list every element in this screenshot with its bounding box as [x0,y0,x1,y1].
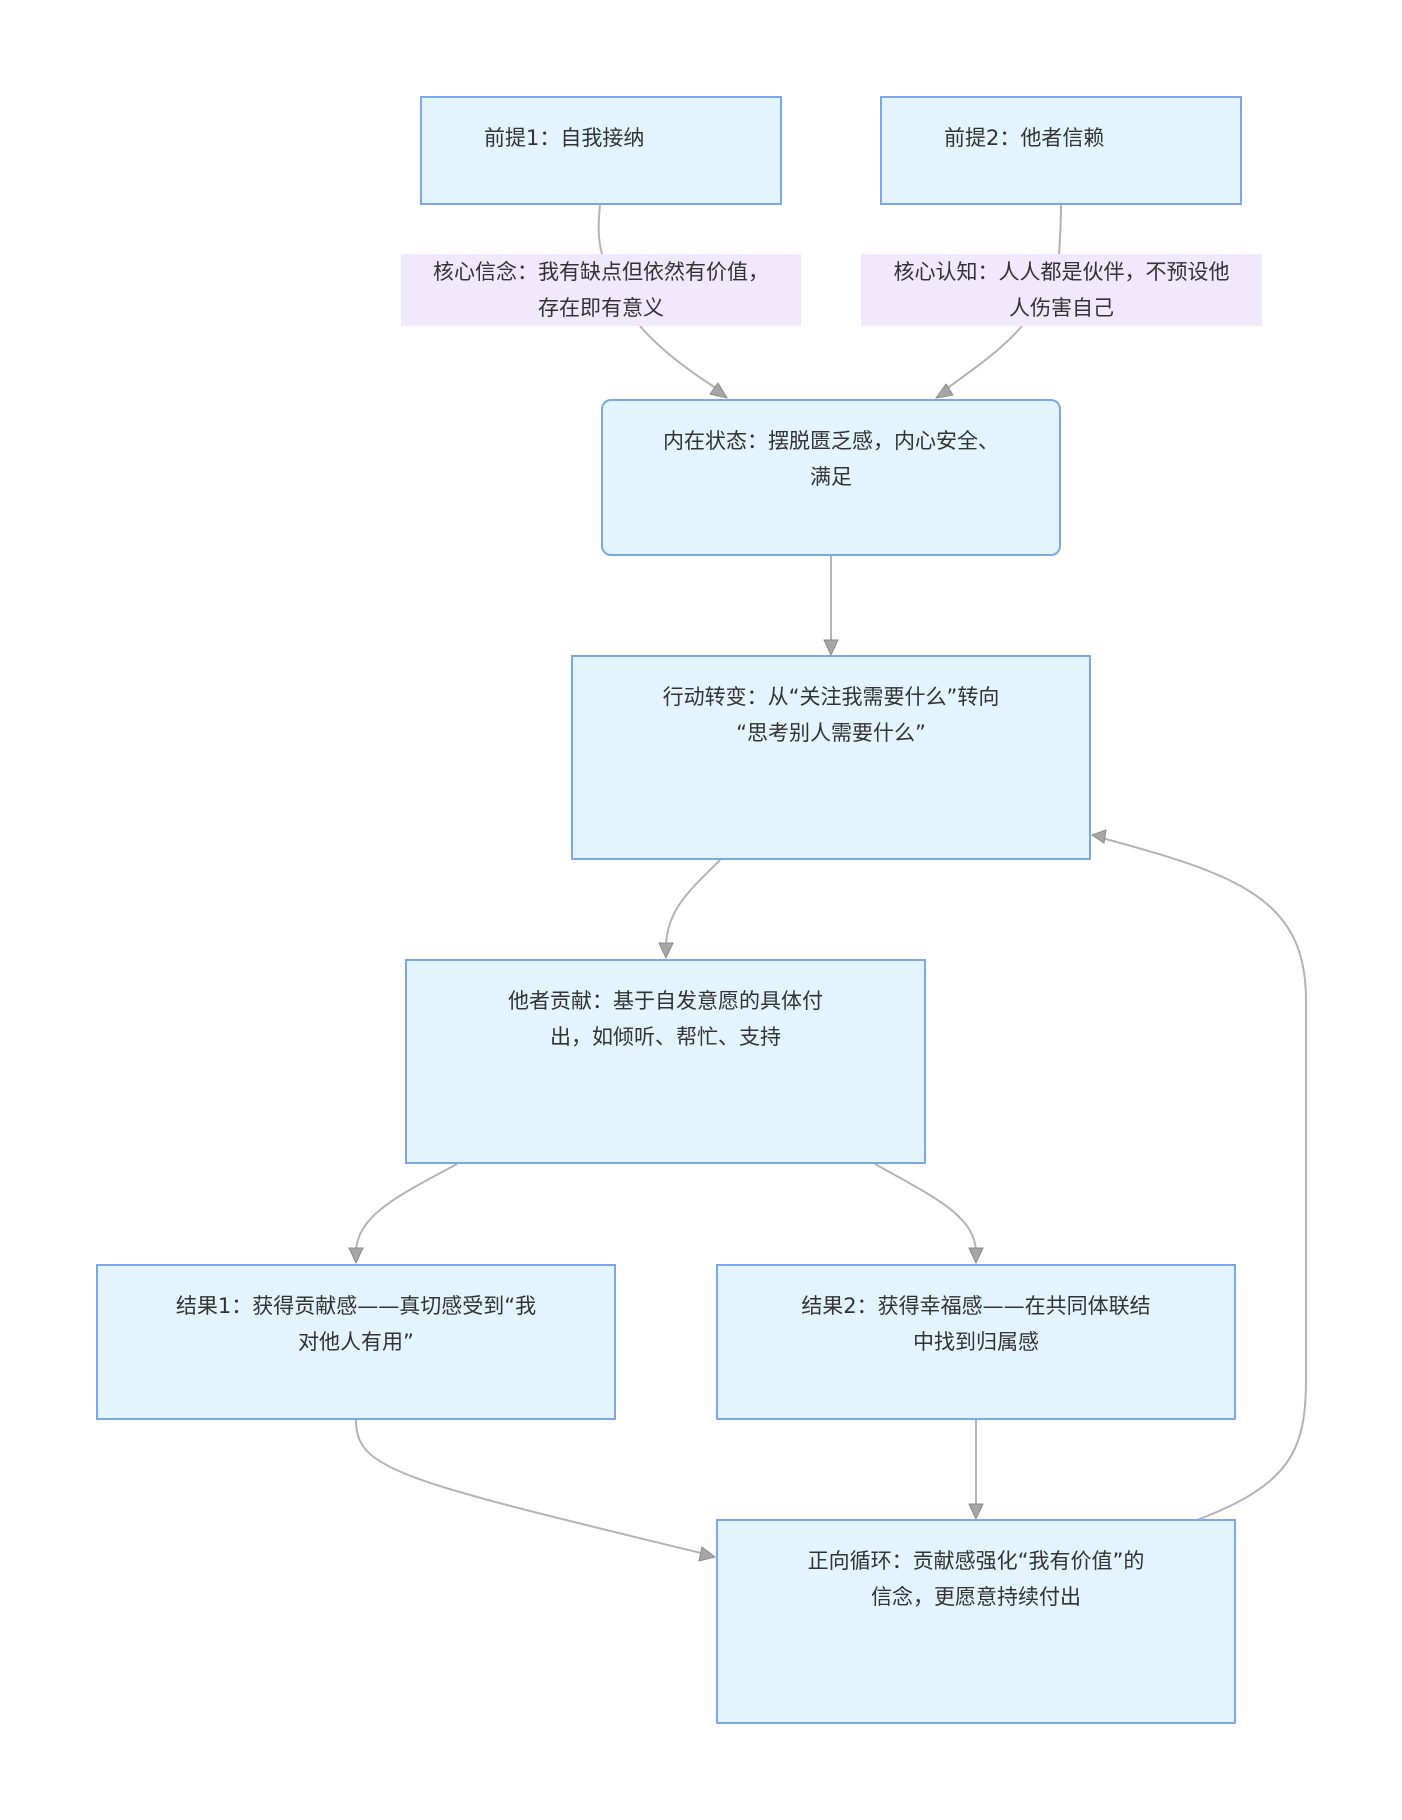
node-contribution-line-1: 他者贡献：基于自发意愿的具体付 [508,989,823,1013]
node-positive-cycle-line-1: 正向循环：贡献感强化“我有价值”的 [807,1549,1145,1573]
arrow-head-action-shift [823,639,839,657]
edge-action-shift-to-contribution [665,859,721,949]
edge-label-core-belief: 核心信念：我有缺点但依然有价值， 存在即有意义 [401,254,801,326]
arrow-head-inner-state-left [709,382,729,399]
node-result1[interactable]: 结果1：获得贡献感——真切感受到“我 对他人有用” [96,1264,616,1420]
arrow-head-inner-state-right [934,383,954,399]
node-inner-state[interactable]: 内在状态：摆脱匮乏感，内心安全、 满足 [601,399,1061,556]
edge-label-core-belief-line-2: 存在即有意义 [538,296,664,320]
node-action-shift[interactable]: 行动转变：从“关注我需要什么”转向 “思考别人需要什么” [571,655,1091,860]
arrow-head-positive-cycle-top [968,1503,984,1521]
node-result2[interactable]: 结果2：获得幸福感——在共同体联结 中找到归属感 [716,1264,1236,1420]
arrow-head-action-shift-right [1090,829,1107,844]
edge-label-core-belief-line-1: 核心信念：我有缺点但依然有价值， [433,260,769,284]
node-result2-line-2: 中找到归属感 [913,1330,1039,1354]
node-contribution-line-2: 出，如倾听、帮忙、支持 [550,1025,781,1049]
node-action-shift-line-1: 行动转变：从“关注我需要什么”转向 [662,685,1000,709]
edge-core-cognition-to-inner-state [941,325,1023,393]
edge-result1-to-positive-cycle [355,1419,706,1555]
node-contribution[interactable]: 他者贡献：基于自发意愿的具体付 出，如倾听、帮忙、支持 [405,959,926,1164]
edge-label-core-cognition-line-2: 人伤害自己 [1009,296,1114,320]
node-result2-line-1: 结果2：获得幸福感——在共同体联结 [801,1294,1151,1318]
node-premise1[interactable]: 前提1：自我接纳 [420,96,782,205]
edge-contribution-to-result2 [874,1163,977,1254]
arrow-head-contribution [658,942,674,960]
node-positive-cycle[interactable]: 正向循环：贡献感强化“我有价值”的 信念，更愿意持续付出 [716,1519,1236,1724]
edge-positive-cycle-to-action-shift [1101,837,1307,1521]
edge-premise2-to-core-cognition [1058,204,1062,255]
node-inner-state-line-1: 内在状态：摆脱匮乏感，内心安全、 [663,429,999,453]
node-result1-line-1: 结果1：获得贡献感——真切感受到“我 [175,1294,537,1318]
edge-label-core-cognition-line-1: 核心认知：人人都是伙伴，不预设他 [893,260,1230,284]
node-inner-state-line-2: 满足 [810,465,852,489]
node-premise2-line-1: 前提2：他者信赖 [944,126,1105,150]
node-premise2[interactable]: 前提2：他者信赖 [880,96,1242,205]
edge-premise1-to-core-belief [597,204,603,255]
edge-contribution-to-result1 [355,1163,458,1254]
edge-core-belief-to-inner-state [639,325,723,393]
edge-label-core-cognition: 核心认知：人人都是伙伴，不预设他 人伤害自己 [861,254,1262,326]
node-result1-line-2: 对他人有用” [298,1330,414,1354]
arrow-head-result2 [968,1247,984,1265]
arrow-head-result1 [348,1247,364,1265]
node-premise1-line-1: 前提1：自我接纳 [484,126,645,150]
arrow-head-positive-cycle-left [698,1546,717,1562]
node-positive-cycle-line-2: 信念，更愿意持续付出 [871,1585,1081,1609]
node-action-shift-line-2: “思考别人需要什么” [736,721,926,745]
